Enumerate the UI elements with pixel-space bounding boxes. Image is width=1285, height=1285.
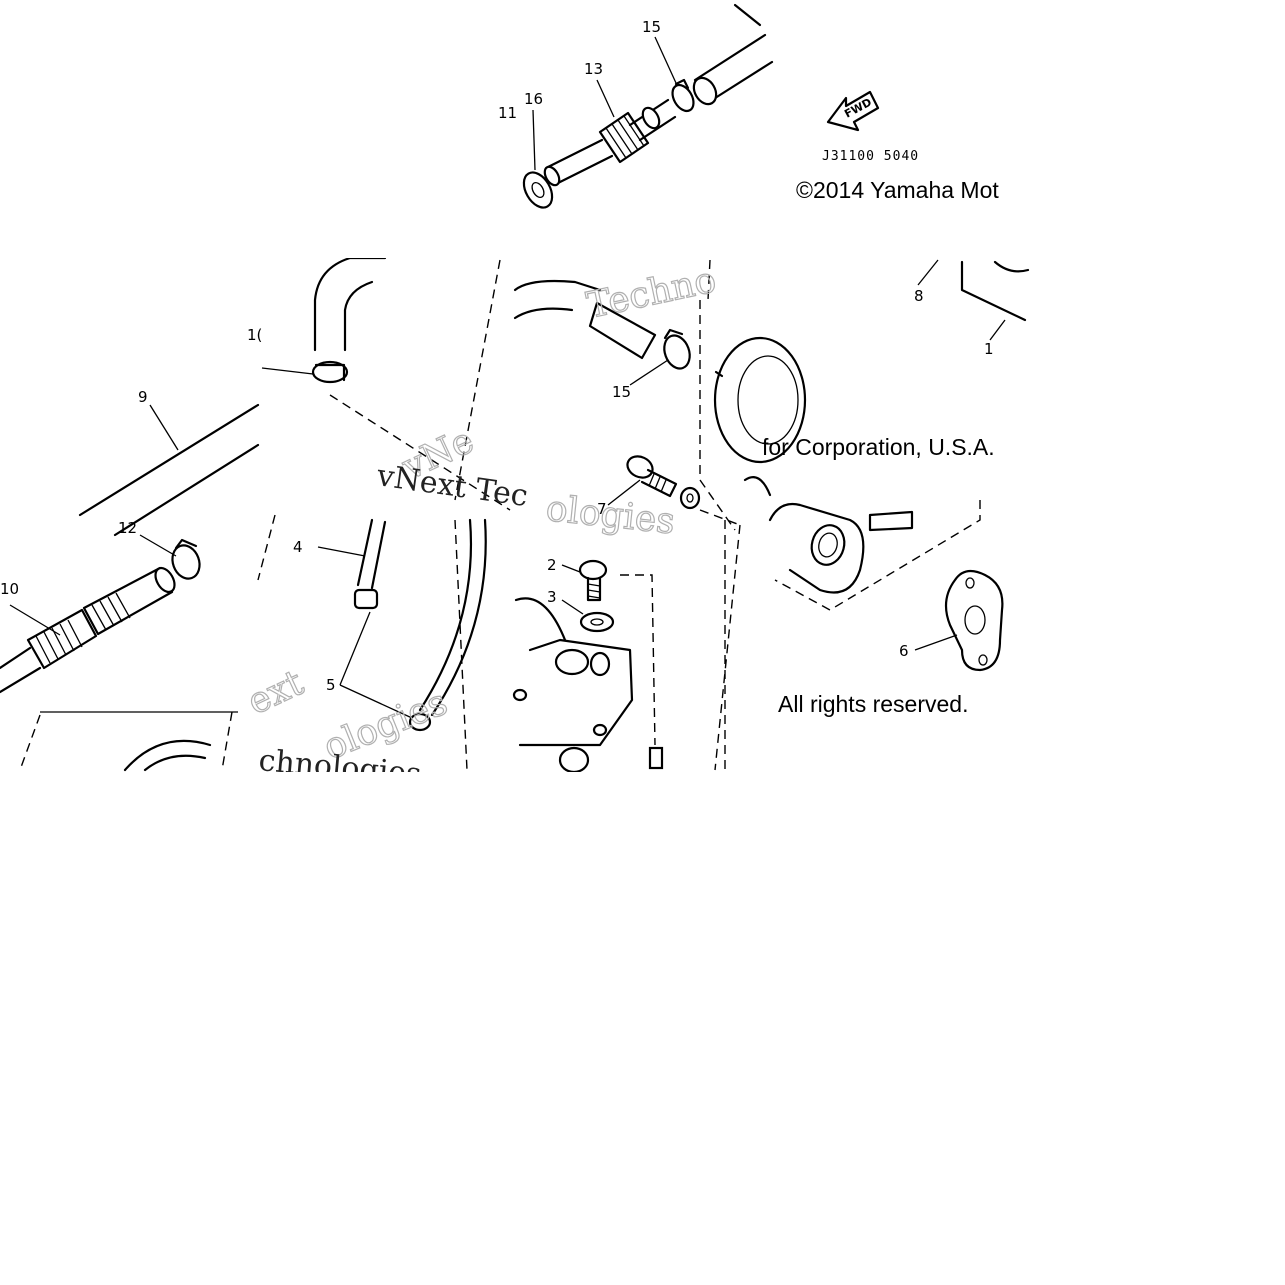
fitting-assembly-top: 11 16 13 15 xyxy=(498,3,774,209)
part-label-8: 8 xyxy=(914,287,924,305)
outlet-flange-group: 6 xyxy=(743,476,1004,672)
part-label-15-mid: 15 xyxy=(612,383,631,401)
copyright-line-3: All rights reserved. xyxy=(778,691,968,717)
pump-housing-lower: 2 3 xyxy=(512,520,741,774)
hose-4-section: 4 5 xyxy=(257,514,487,771)
part-label-2: 2 xyxy=(547,556,557,574)
part-label-18: 1( xyxy=(247,326,262,344)
hose-9-section: 9 xyxy=(78,388,260,537)
copyright-line-2: for Corporation, U.S.A. xyxy=(762,434,995,460)
part-label-1: 1 xyxy=(984,340,994,358)
part-label-12: 12 xyxy=(118,519,137,537)
part-label-13: 13 xyxy=(584,60,603,78)
part-label-7: 7 xyxy=(597,500,607,518)
watermark-text: ext xyxy=(241,662,310,723)
copyright-line-1: ©2014 Yamaha Mot xyxy=(796,177,999,203)
part-label-5: 5 xyxy=(326,676,336,694)
bolt-7-group: 7 xyxy=(597,455,741,526)
part-label-11: 11 xyxy=(498,104,517,122)
drawing-code: J31100 5040 xyxy=(822,149,919,164)
fwd-arrow-icon: FWD xyxy=(826,90,880,132)
watermark-text: Techno xyxy=(583,260,719,327)
part-label-16: 16 xyxy=(524,90,543,108)
part-label-10: 10 xyxy=(0,580,19,598)
part-label-4: 4 xyxy=(293,538,303,556)
tile-edges xyxy=(258,210,513,258)
pump-body-upper: 8 1 xyxy=(699,259,1030,531)
part-label-15-top: 15 xyxy=(642,18,661,36)
watermark-text: ologies xyxy=(544,488,677,542)
hose-10-section: 12 10 xyxy=(0,519,238,772)
part-label-9: 9 xyxy=(138,388,148,406)
watermark-group: Techno vNe vNext Tec ologies ext ologies… xyxy=(241,259,720,792)
part-label-3: 3 xyxy=(547,588,557,606)
part-label-6: 6 xyxy=(899,642,909,660)
blank-area xyxy=(0,772,1285,1285)
blank-area-right xyxy=(1030,0,1285,772)
